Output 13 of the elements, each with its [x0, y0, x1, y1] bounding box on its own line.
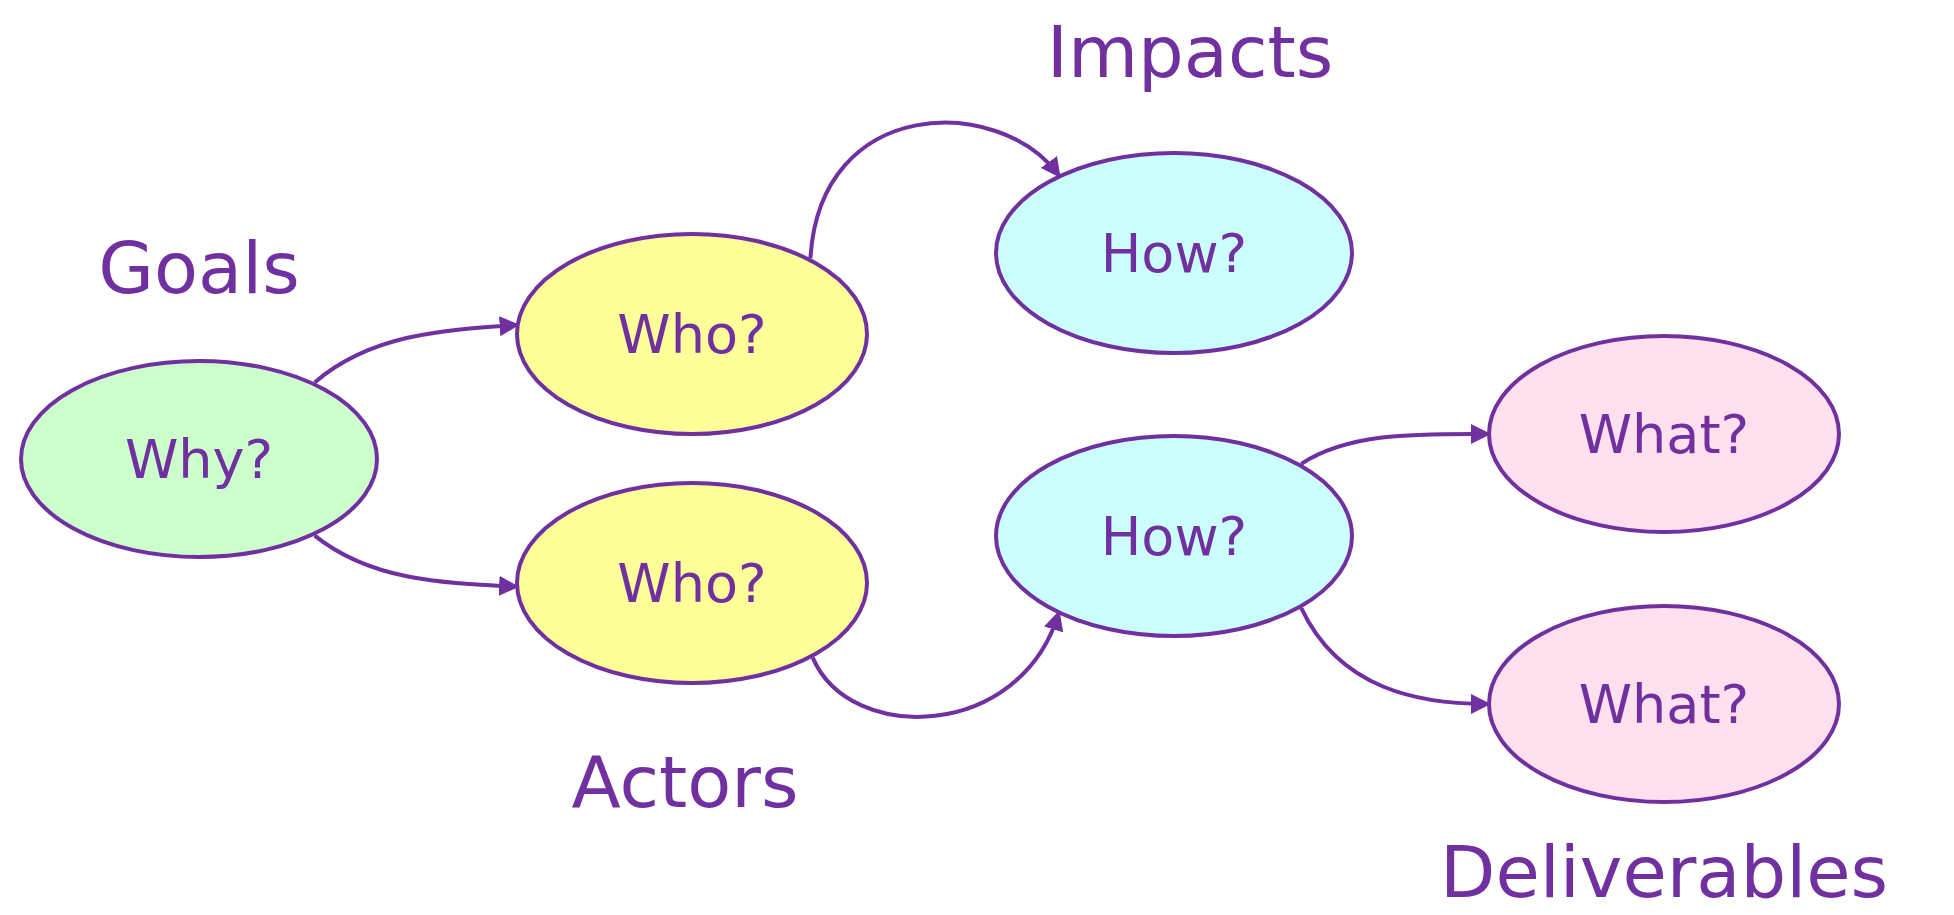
node-label: How?	[1100, 221, 1248, 285]
node-label: What?	[1578, 672, 1750, 736]
stage-heading: Actors	[571, 740, 799, 824]
stage-heading: Deliverables	[1440, 830, 1888, 914]
node-label: How?	[1100, 504, 1248, 568]
node-label: Who?	[617, 551, 767, 615]
stage-heading: Impacts	[1046, 10, 1334, 94]
stage-heading: Goals	[98, 226, 300, 310]
arrow	[808, 120, 1061, 259]
arrow	[811, 610, 1062, 719]
node-label: Who?	[617, 302, 767, 366]
node-label: Why?	[124, 427, 274, 491]
node-label: What?	[1578, 402, 1750, 466]
